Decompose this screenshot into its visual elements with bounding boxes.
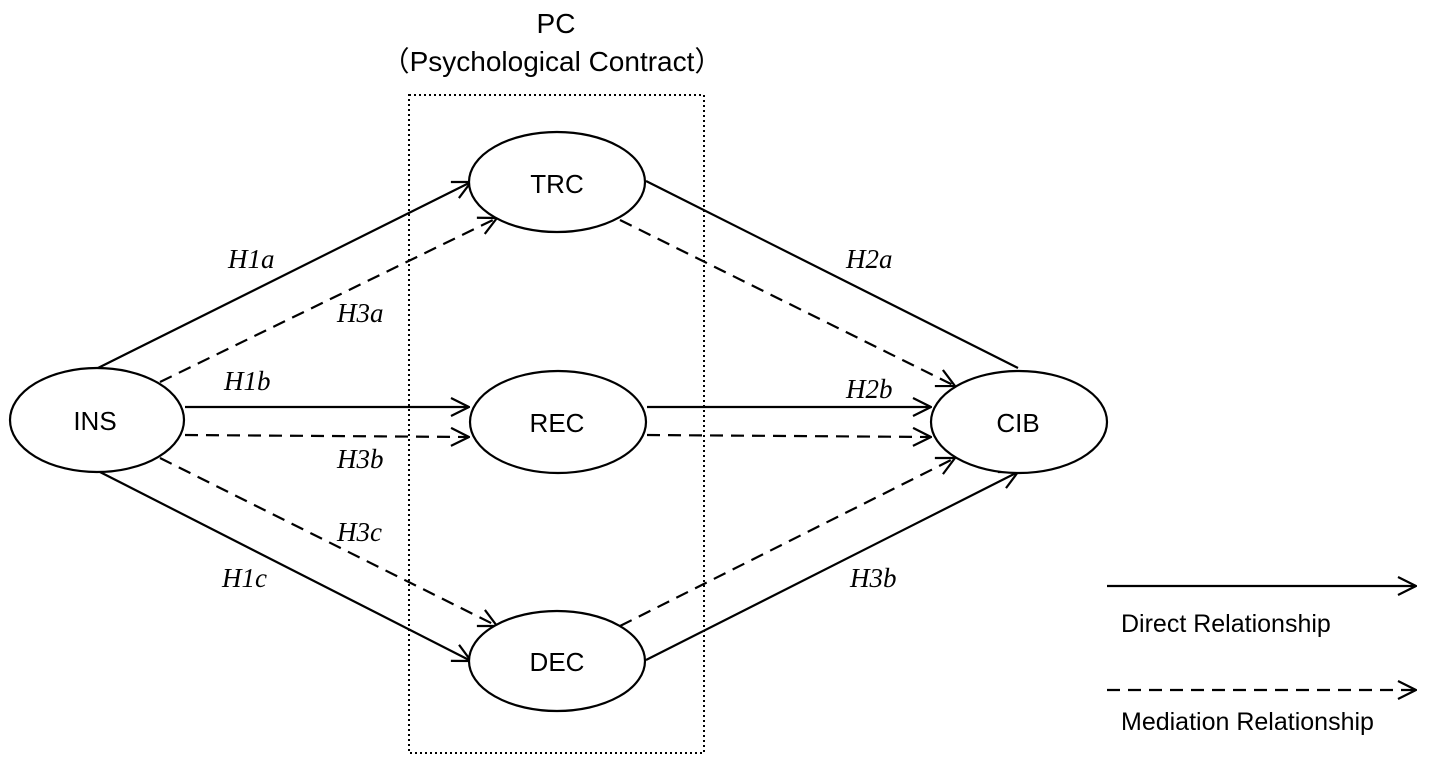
node-ins-label: INS (73, 406, 116, 436)
label-h3a: H3a (336, 298, 384, 328)
edge-dec-cib-mediation (619, 458, 955, 627)
edge-rec-cib-mediation (646, 435, 931, 437)
label-h3b-left: H3b (336, 444, 384, 474)
label-h2b: H2b (845, 374, 893, 404)
legend-direct-label: Direct Relationship (1121, 610, 1331, 638)
group-title: PC (537, 8, 576, 39)
node-ins: INS (8, 366, 186, 474)
group-subtitle: （Psychological Contract） (382, 46, 723, 77)
edge-h3a (159, 218, 497, 383)
label-h3c: H3c (336, 517, 382, 547)
edge-h3c (159, 457, 497, 626)
node-trc: TRC (467, 130, 647, 234)
edge-h1a (97, 182, 471, 369)
legend-mediation-label: Mediation Relationship (1121, 708, 1374, 736)
node-cib: CIB (929, 369, 1109, 475)
node-cib-label: CIB (996, 408, 1039, 438)
label-h2a: H2a (845, 244, 893, 274)
label-h3b-right: H3b (849, 563, 897, 593)
node-dec: DEC (467, 609, 647, 713)
node-rec: REC (468, 369, 648, 475)
legend: Direct Relationship Mediation Relationsh… (1107, 586, 1416, 736)
label-h1c: H1c (221, 563, 267, 593)
node-dec-label: DEC (530, 647, 585, 677)
edge-h3b-right (645, 472, 1018, 661)
edge-h1c (97, 470, 471, 661)
node-trc-label: TRC (530, 169, 583, 199)
edge-trc-cib-mediation (619, 219, 955, 386)
psychological-contract-box (408, 94, 705, 754)
node-rec-label: REC (530, 408, 585, 438)
label-h1a: H1a (227, 244, 275, 274)
edge-h2a (645, 180, 1019, 369)
label-h1b: H1b (223, 366, 271, 396)
edge-h3b-left (184, 435, 469, 437)
